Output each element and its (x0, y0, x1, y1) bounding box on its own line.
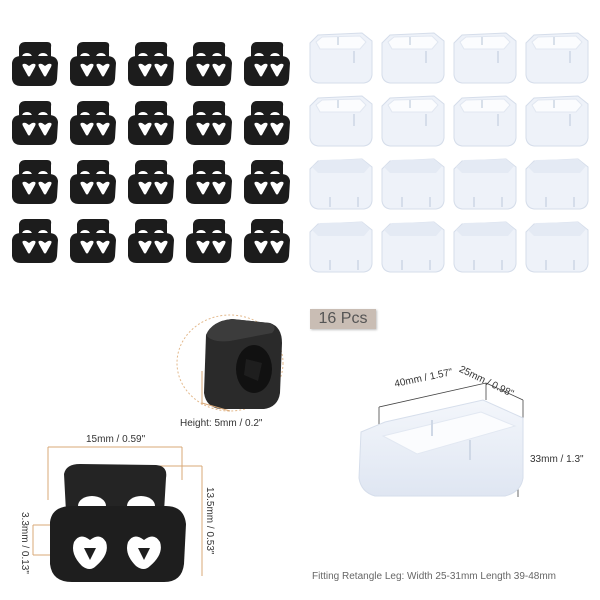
stopper-item (6, 95, 64, 154)
cap-dimension-drawing (355, 360, 545, 500)
leg-cap-item (378, 24, 450, 87)
stopper-item (64, 95, 122, 154)
leg-cap-item (306, 87, 378, 150)
stopper-total-height-label: 13.5mm / 0.53" (204, 487, 215, 555)
leg-cap-item (306, 150, 378, 213)
stopper-item (180, 154, 238, 213)
stopper-width-label: 15mm / 0.59" (86, 434, 146, 445)
leg-cap-item (450, 150, 522, 213)
stopper-item (180, 95, 238, 154)
leg-cap-item (450, 213, 522, 276)
stopper-item (180, 213, 238, 272)
stopper-item (64, 154, 122, 213)
stopper-item (238, 154, 296, 213)
fitting-note: Fitting Retangle Leg: Width 25-31mm Leng… (312, 571, 557, 582)
leg-cap-item (378, 150, 450, 213)
leg-cap-item (522, 213, 594, 276)
stopper-item (122, 154, 180, 213)
quantity-badge: 16 Pcs (310, 309, 376, 329)
leg-cap-item (306, 213, 378, 276)
stopper-item (64, 213, 122, 272)
leg-cap-item (522, 87, 594, 150)
stopper-closeup (172, 313, 284, 413)
stopper-item (238, 213, 296, 272)
stopper-item (6, 213, 64, 272)
stopper-height-label: Height: 5mm / 0.2" (180, 418, 263, 429)
stopper-item (238, 36, 296, 95)
leg-cap-item (378, 87, 450, 150)
leg-cap-item (450, 87, 522, 150)
black-stopper-grid (6, 36, 298, 272)
stopper-item (238, 95, 296, 154)
stopper-dimension-drawing (20, 440, 220, 590)
cap-height-label: 33mm / 1.3" (530, 454, 584, 465)
leg-cap-item (522, 24, 594, 87)
stopper-item (180, 36, 238, 95)
stopper-item (6, 154, 64, 213)
stopper-item (64, 36, 122, 95)
leg-cap-item (522, 150, 594, 213)
clear-cap-grid (306, 24, 596, 280)
stopper-item (122, 213, 180, 272)
stopper-hole-label: 3.3mm / 0.13" (19, 512, 30, 574)
leg-cap-item (450, 24, 522, 87)
stopper-item (6, 36, 64, 95)
leg-cap-item (306, 24, 378, 87)
stopper-item (122, 95, 180, 154)
stopper-item (122, 36, 180, 95)
leg-cap-item (378, 213, 450, 276)
